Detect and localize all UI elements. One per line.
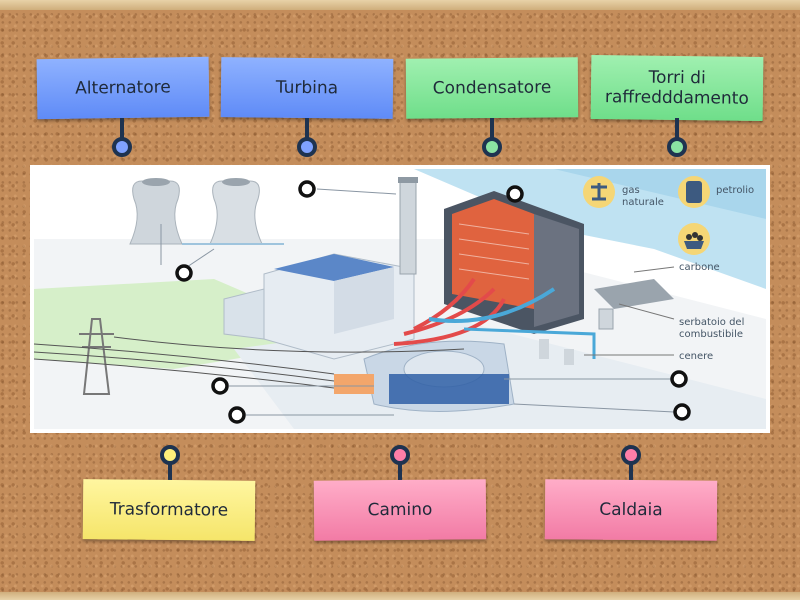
pin-icon-alternatore: [112, 137, 132, 157]
label-card-trasformatore[interactable]: Trasformatore: [82, 479, 256, 541]
answer-slot-5[interactable]: [228, 406, 246, 424]
label-text: Turbina: [275, 77, 339, 99]
label-text: Trasformatore: [109, 499, 229, 521]
pin-stem: [120, 118, 124, 144]
label-text: Condensatore: [432, 77, 552, 99]
answer-slot-1[interactable]: [298, 180, 316, 198]
label-card-alternatore[interactable]: Alternatore: [36, 56, 210, 120]
label-card-turbina[interactable]: Turbina: [220, 57, 394, 119]
pin-stem: [398, 462, 402, 482]
board-frame-bottom: [0, 592, 800, 600]
legend-petrolio: petrolio: [716, 185, 754, 196]
label-text: Alternatore: [75, 77, 171, 99]
pin-stem: [675, 118, 679, 144]
label-card-condensatore[interactable]: Condensatore: [405, 57, 579, 119]
label-card-torri[interactable]: Torri di raffredddamento: [590, 54, 764, 122]
pin-stem: [629, 462, 633, 482]
pin-icon-turbina: [297, 137, 317, 157]
pin-icon-condensatore: [482, 137, 502, 157]
label-text: Caldaia: [599, 499, 663, 521]
legend-cenere: cenere: [679, 351, 713, 362]
answer-slot-6[interactable]: [670, 370, 688, 388]
label-card-caldaia[interactable]: Caldaia: [544, 479, 718, 541]
answer-slot-2[interactable]: [506, 185, 524, 203]
pin-icon-torri: [667, 137, 687, 157]
answer-slot-7[interactable]: [673, 403, 691, 421]
label-text: Torri di raffredddamento: [604, 67, 749, 109]
answer-slot-3[interactable]: [175, 264, 193, 282]
pin-stem: [490, 118, 494, 144]
label-card-camino[interactable]: Camino: [313, 479, 487, 541]
board-frame-top: [0, 0, 800, 10]
label-text: Camino: [367, 499, 433, 521]
pin-stem: [168, 462, 172, 482]
legend-carbone: carbone: [679, 262, 720, 273]
answer-slot-4[interactable]: [211, 377, 229, 395]
pin-stem: [305, 118, 309, 144]
